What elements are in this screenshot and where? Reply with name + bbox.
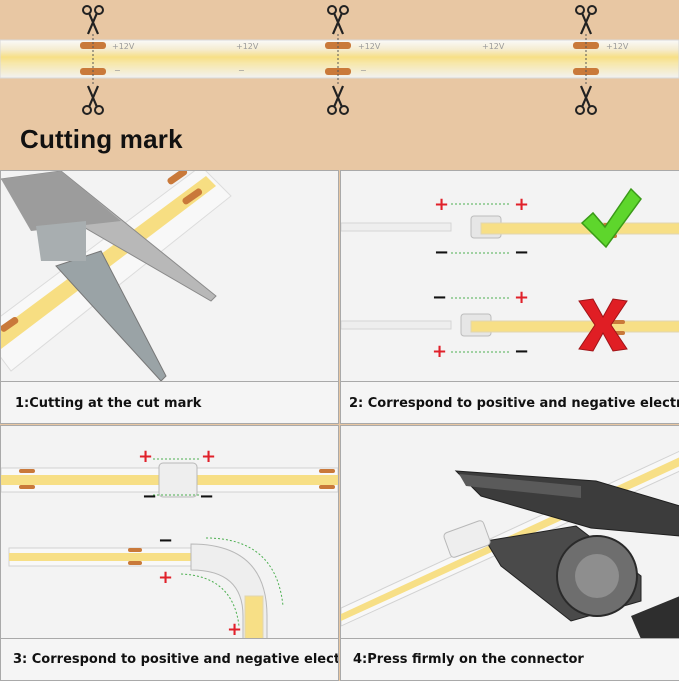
led-strip-banner [0,34,679,84]
scissors-icon [575,5,597,35]
strip-label-negative: − [360,66,367,75]
negative-marker: − [142,486,158,507]
strip-label-positive: +12V [606,42,629,51]
strip-label-negative: − [238,66,245,75]
scissors-icon [327,5,349,35]
pliers-illustration [341,450,679,639]
panel-polarity: + + − − − + + − [340,170,679,383]
positive-marker: + [158,567,174,588]
negative-marker: − [158,530,174,551]
strip-label-positive: +12V [482,42,505,51]
page-title: Cutting mark [20,124,183,154]
positive-marker: + [432,341,448,362]
strip-label-positive: +12V [112,42,135,51]
caption-step-1: 1:Cutting at the cut mark [15,396,202,411]
caption-step-2: 2: Correspond to positive and negative e… [349,396,679,411]
scissors-icon [575,85,597,115]
panel-caption-1: 1:Cutting at the cut mark [0,381,339,424]
negative-marker: − [434,242,450,263]
positive-marker: + [201,446,217,467]
panel-caption-3: 3: Correspond to positive and negative e… [0,638,339,681]
scissors-icon [82,5,104,35]
positive-marker: + [227,619,243,640]
polarity-illustration [341,203,679,353]
negative-marker: − [514,341,530,362]
negative-marker: − [199,486,215,507]
positive-marker: + [434,194,450,215]
panel-caption-4: 4:Press firmly on the connector [340,638,679,681]
panel-caption-2: 2: Correspond to positive and negative e… [340,381,679,424]
strip-label-positive: +12V [358,42,381,51]
check-icon [580,187,642,249]
scissors-icon [82,85,104,115]
connector-illustration [1,458,338,639]
positive-marker: + [514,287,530,308]
cross-icon [578,298,628,352]
cutting-illustration [1,171,232,382]
negative-marker: − [432,287,448,308]
scissors-icon [327,85,349,115]
caption-step-3: 3: Correspond to positive and negative e… [13,652,339,667]
positive-marker: + [138,446,154,467]
negative-marker: − [514,242,530,263]
panel-connectors: + + − − − + + [0,425,339,640]
strip-label-positive: +12V [236,42,259,51]
caption-step-4: 4:Press firmly on the connector [353,652,584,667]
strip-label-negative: − [114,66,121,75]
panel-cutting [0,170,339,383]
positive-marker: + [514,194,530,215]
panel-pliers [340,425,679,640]
